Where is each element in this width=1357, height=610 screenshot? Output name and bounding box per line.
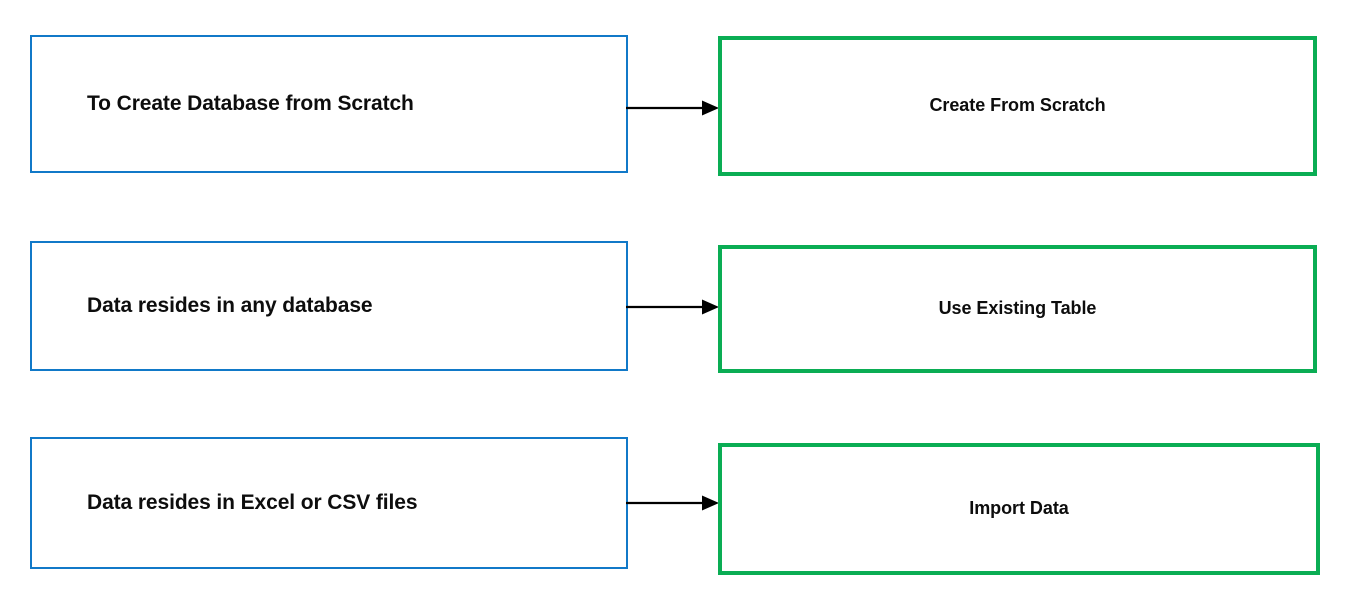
target-action-box-2[interactable]: Use Existing Table <box>718 245 1317 373</box>
target-action-label: Import Data <box>969 498 1069 519</box>
source-condition-label: Data resides in any database <box>87 294 373 318</box>
source-condition-label: To Create Database from Scratch <box>87 92 414 116</box>
connector-arrow-3 <box>626 493 721 513</box>
connector-arrow-2 <box>626 297 721 317</box>
target-action-box-3[interactable]: Import Data <box>718 443 1320 575</box>
connector-arrow-1 <box>626 98 721 118</box>
source-condition-box-1[interactable]: To Create Database from Scratch <box>30 35 628 173</box>
target-action-label: Use Existing Table <box>938 298 1097 319</box>
source-condition-box-3[interactable]: Data resides in Excel or CSV files <box>30 437 628 569</box>
target-action-label: Create From Scratch <box>929 95 1106 116</box>
target-action-box-1[interactable]: Create From Scratch <box>718 36 1317 176</box>
source-condition-box-2[interactable]: Data resides in any database <box>30 241 628 371</box>
source-condition-label: Data resides in Excel or CSV files <box>87 491 418 515</box>
